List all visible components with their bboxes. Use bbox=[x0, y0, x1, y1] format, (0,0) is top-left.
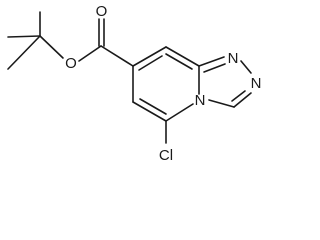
bond-tbutyl-methyl-left-upper bbox=[7, 35, 41, 38]
bond-carbonyl-to-ring bbox=[100, 45, 134, 67]
bond-pyridine-c8-c8a-inner bbox=[165, 53, 193, 70]
atom-label-triazole-nitrogen-top: N bbox=[228, 50, 239, 67]
bond-triazole-n2-c3 bbox=[233, 92, 252, 108]
bond-oxygen-to-carbonyl bbox=[78, 45, 102, 62]
atom-label-chlorine: Cl bbox=[159, 147, 173, 164]
bond-pyridine-c7-c8-inner bbox=[138, 55, 163, 71]
bond-triazole-c8a-n1 bbox=[198, 56, 225, 67]
bond-triazole-c3-n4 bbox=[208, 99, 235, 108]
atom-label-triazole-nitrogen-right: N bbox=[251, 75, 262, 92]
bond-tbutyl-methyl-left-lower bbox=[7, 35, 41, 70]
atom-labels: O O N N N Cl bbox=[65, 3, 261, 164]
bond-triazole-n2-c3-inner bbox=[231, 90, 246, 102]
bond-tbutyl-to-oxygen bbox=[39, 35, 64, 59]
bond-pyridine-c5-c6-inner bbox=[139, 98, 167, 115]
bond-lines bbox=[7, 11, 252, 144]
atom-label-bridgehead-nitrogen: N bbox=[195, 92, 206, 109]
bond-pyridine-n4-c5 bbox=[165, 103, 194, 122]
bond-triazole-c8a-n1-inner bbox=[203, 63, 226, 73]
bond-pyridine-c7-c8 bbox=[132, 46, 167, 67]
bond-pyridine-c8-c8a bbox=[165, 46, 200, 67]
atom-label-ester-oxygen: O bbox=[65, 55, 77, 72]
bond-triazole-n1-n2 bbox=[240, 60, 252, 74]
chemical-structure-diagram: O O N N N Cl bbox=[7, 3, 261, 164]
bond-pyridine-c5-c6 bbox=[132, 101, 167, 122]
atom-label-carbonyl-oxygen: O bbox=[96, 3, 108, 20]
